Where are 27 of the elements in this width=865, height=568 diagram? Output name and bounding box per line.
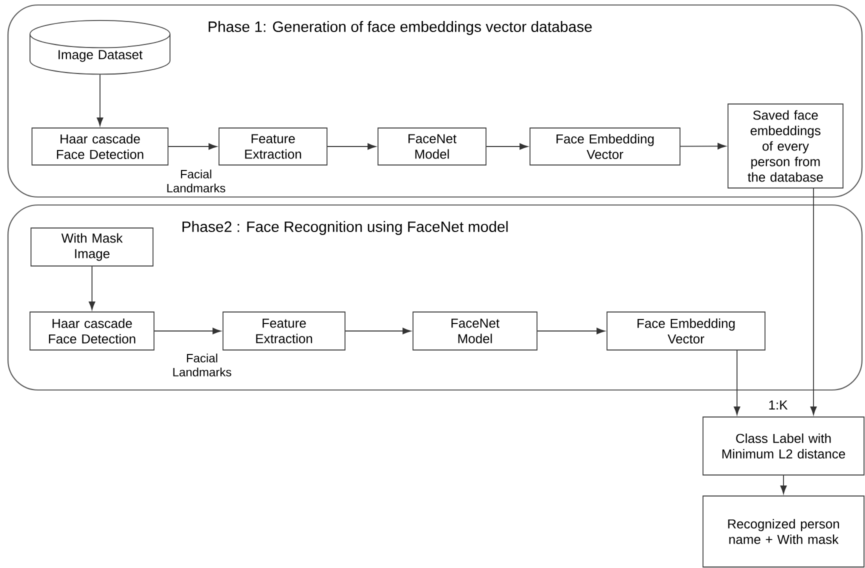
arrow (734, 350, 740, 416)
arrow (96, 74, 104, 126)
arrow (780, 475, 787, 494)
process-box: Saved face embeddings of every person from the database (728, 104, 844, 188)
arrow (88, 266, 96, 310)
process-box: Recognized person name + With mask (702, 496, 864, 568)
arrow (345, 328, 412, 334)
process-box: With Mask Image (30, 228, 154, 266)
arrow (680, 143, 726, 150)
arrow (154, 328, 222, 334)
process-box: FaceNet Model (412, 312, 538, 350)
process-box: Haar cascade Face Detection (30, 312, 154, 350)
edge-label: Facial Landmarks (167, 170, 226, 192)
arrow (327, 143, 376, 150)
process-box: Feature Extraction (218, 128, 328, 166)
arrow (810, 188, 817, 416)
arrow (537, 328, 606, 334)
process-box: Face Embedding Vector (530, 128, 680, 166)
process-box: FaceNet Model (378, 128, 486, 166)
arrow (168, 143, 218, 150)
database-cylinder: Image Dataset (30, 20, 170, 75)
edge-label: Facial Landmarks (173, 354, 232, 376)
process-box: Feature Extraction (222, 312, 346, 350)
process-box: Class Label with Minimum L2 distance (702, 416, 864, 476)
process-box: Haar cascade Face Detection (32, 128, 168, 166)
process-box: Face Embedding Vector (606, 312, 766, 350)
arrow (486, 143, 528, 150)
